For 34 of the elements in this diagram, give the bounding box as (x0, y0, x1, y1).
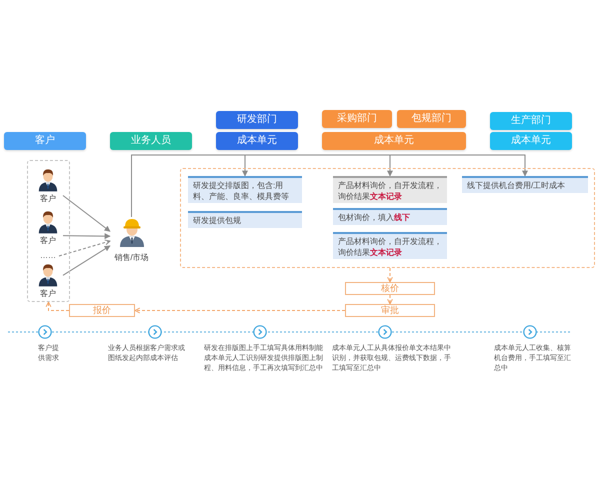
person-label: 客户 (40, 289, 56, 299)
ellipsis: …… (37, 251, 59, 261)
cost-unit-header: 成本单元 (216, 132, 298, 150)
dashed-arrow (387, 268, 393, 282)
role-header: 客户 (4, 132, 86, 150)
person-label: 客户 (40, 236, 56, 246)
dashed-arrow (58, 240, 110, 256)
arrow (62, 245, 110, 276)
cost-unit-header: 成本单元 (322, 132, 466, 150)
dashed-arrow (134, 308, 346, 314)
step-box: 审批 (345, 304, 435, 317)
process-card: 产品材料询价，自开发流程，询价结果文本记录 (333, 176, 447, 203)
department-header: 采购部门 (322, 110, 392, 128)
process-card: 研发提供包规 (188, 211, 302, 228)
dashed-arrow (46, 302, 70, 311)
process-card: 线下提供机台费用/工时成本 (462, 176, 588, 193)
customer-group-frame (27, 160, 70, 302)
department-header: 生产部门 (490, 112, 572, 130)
cost-unit-header: 成本单元 (490, 132, 572, 150)
arrow (62, 195, 110, 232)
role-label: 销售/市场 (114, 253, 149, 263)
department-header: 研发部门 (216, 111, 298, 129)
dashed-arrow (387, 294, 393, 304)
process-card: 包材询价，填入线下 (333, 208, 447, 225)
step-box: 核价 (345, 282, 435, 295)
person-label: 客户 (40, 194, 56, 204)
arrow (62, 233, 111, 240)
department-header: 包规部门 (397, 110, 466, 128)
role-header: 业务人员 (110, 132, 192, 150)
arrow (131, 154, 528, 218)
step-box: 报价 (69, 304, 135, 317)
process-card: 研发提交排版图，包含:用料、产能、良率、模具费等 (188, 176, 302, 203)
process-area-frame (180, 168, 595, 268)
process-card: 产品材料询价，自开发流程，询价结果文本记录 (333, 232, 447, 259)
